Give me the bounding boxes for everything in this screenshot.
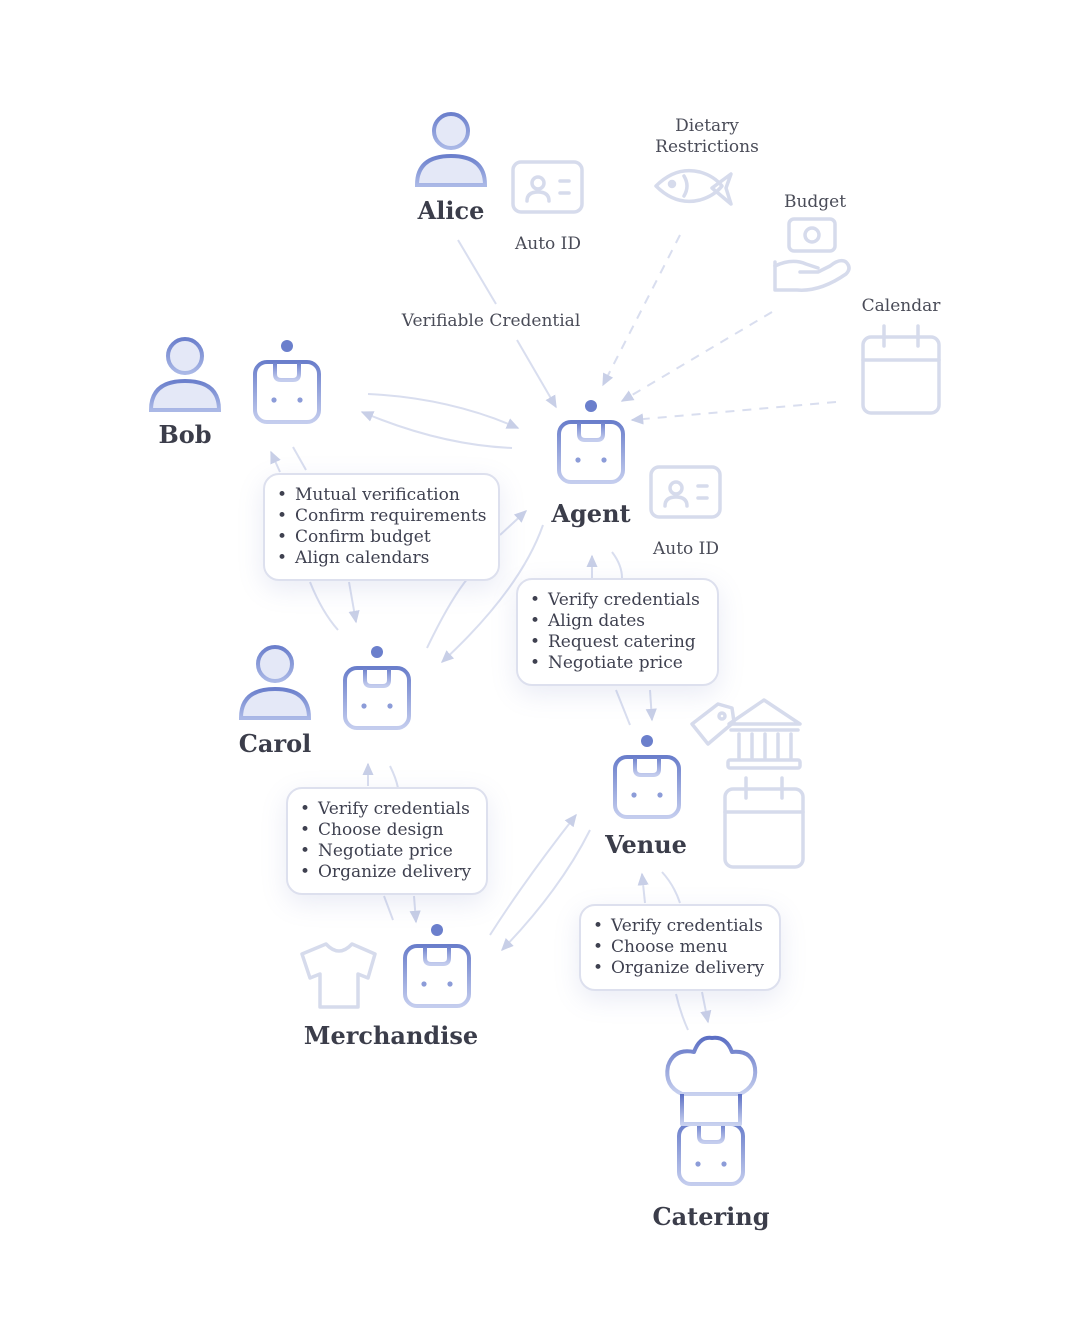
venue-robot-icon <box>599 735 695 819</box>
money-hand-icon <box>773 217 851 292</box>
list-item: Align calendars <box>277 548 486 569</box>
auto-id-label-agent: Auto ID <box>652 539 720 559</box>
connector-merch-to-venue <box>489 813 577 936</box>
venue-label: Venue <box>605 830 687 859</box>
connector-alice-agent <box>457 239 497 305</box>
calendar-label: Calendar <box>861 296 941 316</box>
bob-label: Bob <box>158 420 212 449</box>
connector-agent-task-venue-2 <box>611 551 623 579</box>
connector-venue-to-merch <box>501 829 591 952</box>
auto-id-label-alice: Auto ID <box>514 234 582 254</box>
catering-robot-icon <box>663 1122 759 1186</box>
list-item: Negotiate price <box>300 841 474 862</box>
connector-task-carol <box>309 581 339 631</box>
list-item: Request catering <box>530 632 705 653</box>
connector-budget-agent <box>620 311 773 402</box>
bob-robot-icon <box>239 340 335 424</box>
list-item: Align dates <box>530 611 705 632</box>
list-item: Negotiate price <box>530 653 705 674</box>
agent-robot-icon <box>543 400 639 484</box>
bob-person-icon <box>148 337 222 412</box>
merchandise-label: Merchandise <box>303 1021 479 1050</box>
list-item: Confirm requirements <box>277 506 487 527</box>
connector-credential-agent <box>516 339 557 409</box>
list-item: Verify credentials <box>530 590 705 611</box>
verifiable-credential-label: Verifiable Credential <box>401 311 581 331</box>
calendar-icon-resource <box>861 324 941 415</box>
connector-bob-task <box>292 446 307 471</box>
id-card-icon-alice <box>511 160 584 214</box>
connector-task-merch-arrow <box>409 895 421 924</box>
list-item: Organize delivery <box>593 958 767 979</box>
list-item: Choose design <box>300 820 474 841</box>
connector-bob-to-agent <box>367 393 520 429</box>
task-box-agent-venue: Verify credentials Align dates Request c… <box>516 578 719 686</box>
connector-dietary-agent <box>602 234 681 387</box>
price-tag-icon <box>690 702 736 746</box>
carol-person-icon <box>238 645 312 720</box>
connector-agent-to-bob <box>360 411 513 449</box>
list-item: Verify credentials <box>593 916 767 937</box>
list-item: Confirm budget <box>277 527 486 548</box>
dietary-restrictions-label: Dietary Restrictions <box>655 116 759 157</box>
list-item: Choose menu <box>593 937 767 958</box>
alice-label: Alice <box>417 196 485 225</box>
alice-person-icon <box>414 112 488 187</box>
bank-icon <box>726 698 802 770</box>
connections <box>270 234 837 1031</box>
connector-carol-task-merch-2 <box>389 765 399 789</box>
task-box-bob-agent: Mutual verification Confirm requirements… <box>263 473 500 581</box>
task-box-carol-merchandise: Verify credentials Choose design Negotia… <box>286 787 488 895</box>
connector-task-agent-arrow <box>499 510 528 536</box>
carol-robot-icon <box>329 646 425 730</box>
catering-label: Catering <box>652 1202 770 1231</box>
connector-carol-agent <box>426 577 469 649</box>
connector-task-catering <box>675 993 689 1031</box>
connector-task-carol-arrow <box>348 581 360 624</box>
connector-venue-task-catering-2 <box>661 871 681 904</box>
connector-venue-task-catering <box>637 872 649 904</box>
list-item: Verify credentials <box>300 799 474 820</box>
connector-task-bob-arrow <box>270 450 281 473</box>
connector-task-merch <box>383 895 394 921</box>
connector-agent-carol-arrow <box>440 524 544 663</box>
agent-label: Agent <box>551 499 631 528</box>
connector-task-venue <box>615 689 631 726</box>
merchandise-robot-icon <box>389 924 485 1008</box>
carol-label: Carol <box>238 729 312 758</box>
connector-task-venue-arrow <box>645 689 657 722</box>
connector-task-catering-arrow <box>700 991 712 1024</box>
list-item: Organize delivery <box>300 862 474 883</box>
chef-hat-icon <box>665 1035 758 1126</box>
task-box-venue-catering: Verify credentials Choose menu Organize … <box>579 904 781 991</box>
connector-calendar-agent <box>630 401 837 425</box>
calendar-icon-venue <box>723 776 805 869</box>
list-item: Mutual verification <box>277 485 486 506</box>
id-card-icon-agent <box>649 465 722 519</box>
fish-icon <box>654 168 733 206</box>
tshirt-icon <box>300 942 377 1009</box>
budget-label: Budget <box>783 192 847 212</box>
